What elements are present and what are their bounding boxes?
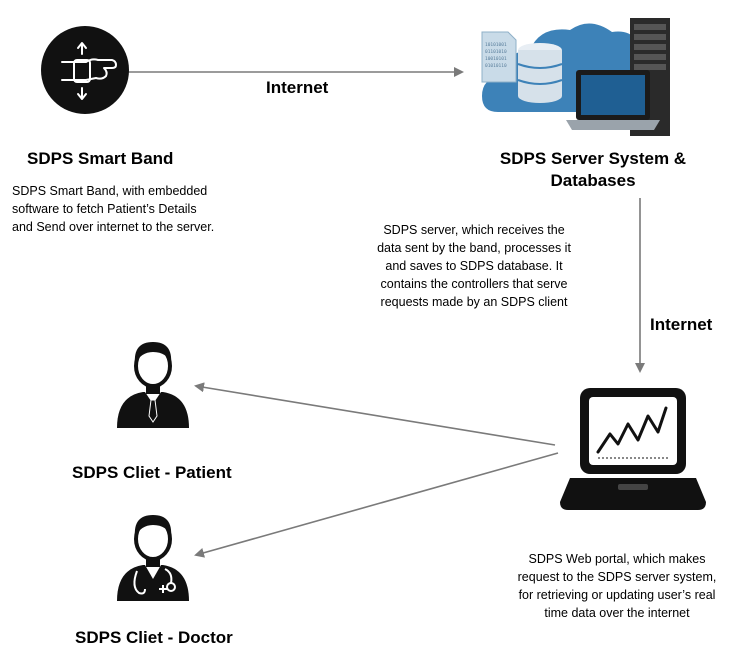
patient-title: SDPS Cliet - Patient	[72, 463, 232, 482]
server-title: SDPS Server System & Databases	[488, 148, 698, 192]
band-desc-line: SDPS Smart Band, with embedded	[12, 184, 208, 198]
arrow-portal-to-doctor	[194, 452, 559, 558]
portal-desc-line: time data over the internet	[544, 606, 690, 620]
svg-text:10010101: 10010101	[485, 56, 507, 62]
band-title: SDPS Smart Band	[27, 149, 174, 168]
band-description: SDPS Smart Band, with embedded software …	[12, 182, 252, 236]
portal-desc-line: request to the SDPS server system,	[517, 570, 717, 584]
server-title-line: Databases	[550, 171, 636, 190]
edge-label-internet-right: Internet	[650, 315, 713, 334]
doctor-avatar-icon	[113, 509, 193, 601]
edge-label-internet-top: Internet	[266, 78, 329, 97]
band-desc-line: and Send over internet to the server.	[12, 220, 215, 234]
svg-text:01101010: 01101010	[485, 49, 507, 55]
portal-description: SDPS Web portal, which makes request to …	[500, 550, 734, 622]
band-desc-line: software to fetch Patient’s Details	[12, 202, 197, 216]
server-desc-line: contains the controllers that serve	[380, 277, 568, 291]
arrow-portal-to-patient	[194, 382, 556, 446]
server-desc-line: data sent by the band, processes it	[377, 241, 571, 255]
portal-desc-line: for retrieving or updating user’s real	[518, 588, 716, 602]
server-desc-line: requests made by an SDPS client	[380, 295, 568, 309]
server-cloud-database-icon: 10101001 01101010 10010101 01010110	[478, 12, 683, 142]
server-title-line: SDPS Server System &	[499, 149, 687, 168]
server-desc-line: SDPS server, which receives the	[383, 223, 565, 237]
svg-text:10101001: 10101001	[485, 42, 507, 48]
portal-desc-line: SDPS Web portal, which makes	[528, 552, 706, 566]
patient-avatar-icon	[113, 336, 193, 428]
svg-text:01010110: 01010110	[485, 63, 507, 69]
doctor-title: SDPS Cliet - Doctor	[75, 628, 233, 647]
smartwatch-icon	[40, 10, 150, 120]
laptop-chart-icon	[558, 386, 708, 516]
server-desc-line: and saves to SDPS database. It	[385, 259, 563, 273]
server-description: SDPS server, which receives the data sen…	[358, 221, 590, 311]
